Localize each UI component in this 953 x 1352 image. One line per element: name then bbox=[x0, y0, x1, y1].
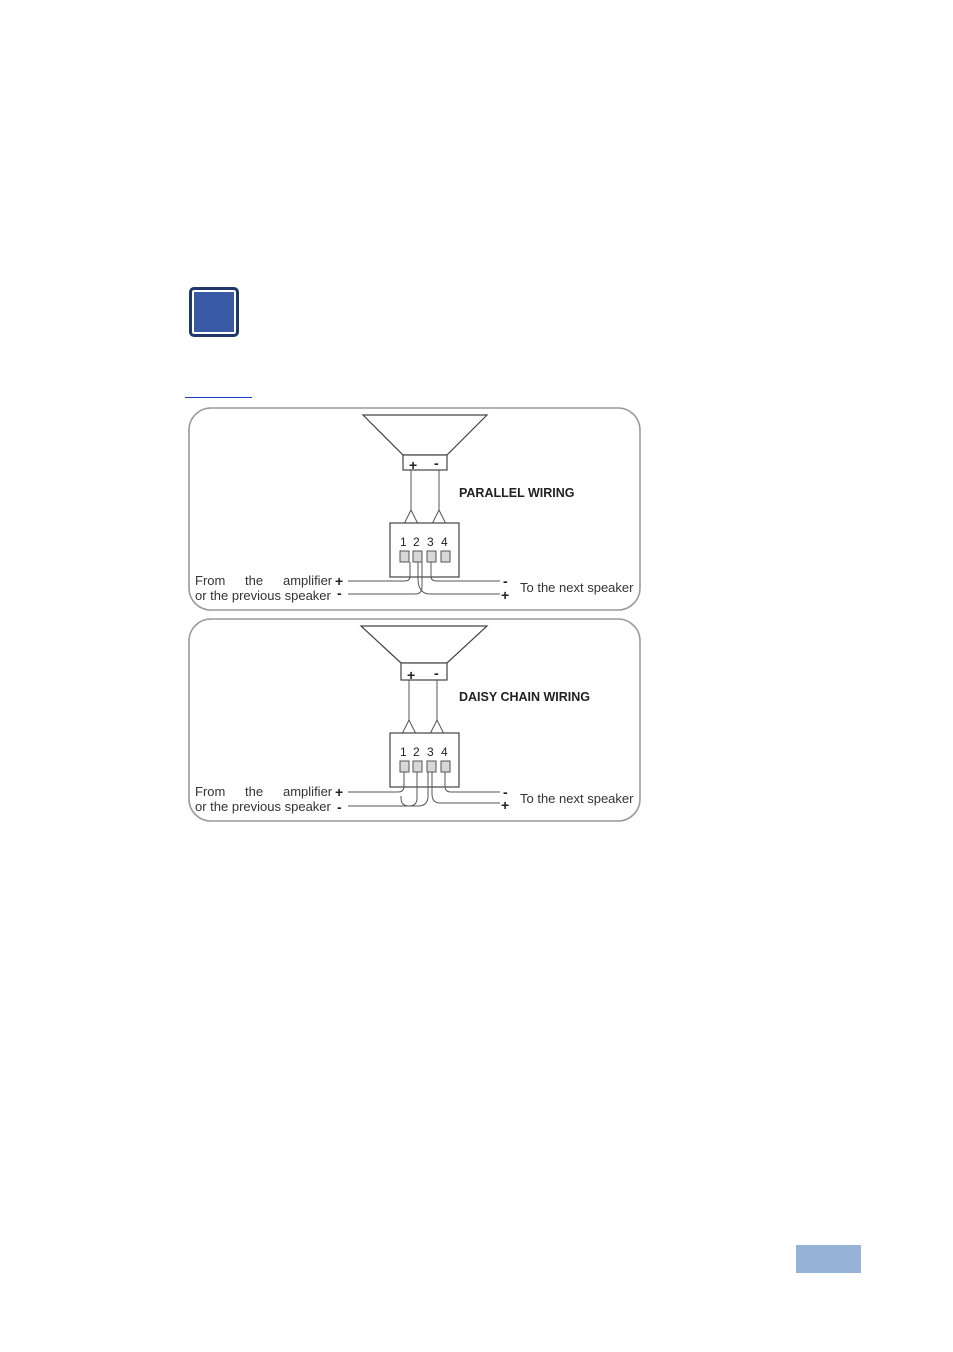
terminal-1-label: 1 bbox=[400, 745, 407, 759]
terminal-3-label: 3 bbox=[427, 535, 434, 549]
right-plus-sign: + bbox=[501, 797, 509, 813]
terminal-4 bbox=[441, 551, 450, 562]
left-label-the: the bbox=[245, 784, 263, 799]
right-plus-sign: + bbox=[501, 587, 509, 603]
terminal-3-label: 3 bbox=[427, 745, 434, 759]
panel-title: DAISY CHAIN WIRING bbox=[459, 690, 590, 704]
speaker-minus-sign: - bbox=[434, 665, 439, 681]
left-minus-sign: - bbox=[337, 799, 342, 815]
right-label-next-speaker: To the next speaker bbox=[520, 791, 634, 806]
daisy-chain-wiring-panel: + - 1 2 3 4 From the amplifier or the pr… bbox=[189, 619, 640, 821]
terminal-2-label: 2 bbox=[413, 535, 420, 549]
terminal-2 bbox=[413, 761, 422, 772]
left-label-from: From bbox=[195, 573, 225, 588]
terminal-1 bbox=[400, 761, 409, 772]
speaker-plus-sign: + bbox=[409, 457, 417, 473]
terminal-2 bbox=[413, 551, 422, 562]
terminal-1 bbox=[400, 551, 409, 562]
panel-title: PARALLEL WIRING bbox=[459, 486, 575, 500]
terminal-4 bbox=[441, 761, 450, 772]
terminal-4-label: 4 bbox=[441, 745, 448, 759]
terminal-3 bbox=[427, 761, 436, 772]
connector-block bbox=[390, 733, 459, 787]
left-label-amplifier: amplifier bbox=[283, 573, 333, 588]
speaker-plus-sign: + bbox=[407, 667, 415, 683]
left-label-previous-speaker: or the previous speaker bbox=[195, 799, 332, 814]
terminal-3 bbox=[427, 551, 436, 562]
parallel-wiring-panel: + - 1 2 3 4 From the amplifier or the pr… bbox=[189, 408, 640, 610]
right-label-next-speaker: To the next speaker bbox=[520, 580, 634, 595]
left-label-previous-speaker: or the previous speaker bbox=[195, 588, 332, 603]
left-plus-sign: + bbox=[335, 784, 343, 800]
terminal-1-label: 1 bbox=[400, 535, 407, 549]
left-label-the: the bbox=[245, 573, 263, 588]
connector-block bbox=[390, 523, 459, 577]
left-label-from: From bbox=[195, 784, 225, 799]
left-minus-sign: - bbox=[337, 585, 342, 601]
terminal-4-label: 4 bbox=[441, 535, 448, 549]
terminal-2-label: 2 bbox=[413, 745, 420, 759]
speaker-minus-sign: - bbox=[434, 455, 439, 471]
left-label-amplifier: amplifier bbox=[283, 784, 333, 799]
